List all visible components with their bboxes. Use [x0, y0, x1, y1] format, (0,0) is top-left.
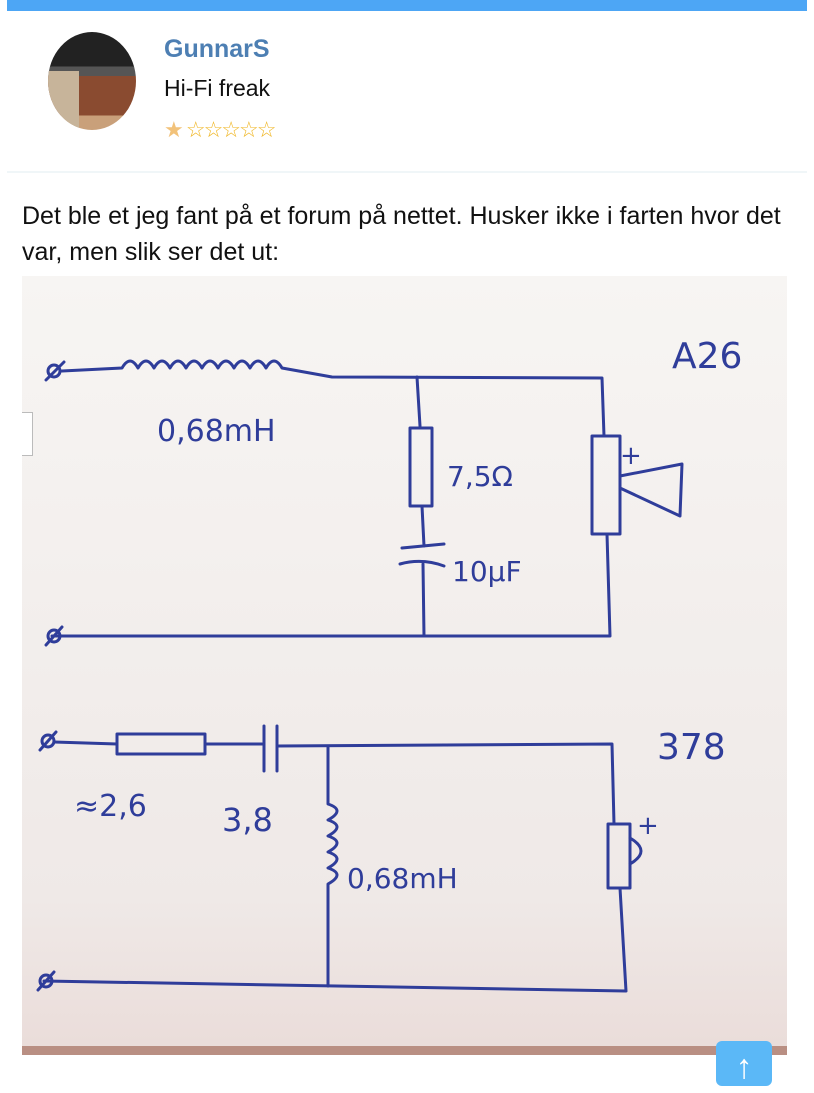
user-title: Hi-Fi freak: [164, 75, 271, 101]
scroll-to-top-button[interactable]: ↑: [716, 1041, 772, 1086]
label-driver: A26: [672, 336, 742, 377]
bottom-crossover: ≈2,6 3,8 0,68mH 378 +: [36, 724, 726, 993]
side-tab[interactable]: [22, 412, 33, 456]
label-capacitor: 3,8: [222, 801, 273, 839]
arrow-up-icon: ↑: [735, 1048, 753, 1086]
resistor: [115, 732, 207, 756]
label-polarity: +: [620, 441, 642, 471]
inductor: [326, 744, 339, 988]
label-capacitor: 10µF: [452, 555, 522, 588]
username-link[interactable]: GunnarS: [164, 35, 270, 63]
terminal: [46, 363, 62, 379]
top-crossover: 0,68mH 7,5Ω 10µF A26 +: [44, 336, 742, 647]
inductor-wire: [60, 359, 606, 438]
label-polarity: +: [637, 811, 659, 841]
label-resistor: 7,5Ω: [447, 460, 513, 493]
image-edge: [22, 1046, 787, 1055]
resistor: [408, 426, 434, 508]
user-card: GunnarS Hi-Fi freak ★ ☆☆☆☆☆: [7, 11, 807, 173]
medal-star-icon: ★: [164, 117, 184, 142]
label-resistor: ≈2,6: [74, 789, 147, 824]
label-inductor: 0,68mH: [347, 862, 458, 895]
post-text: Det ble et jeg fant på et forum på nette…: [22, 202, 781, 266]
schematic-image[interactable]: 0,68mH 7,5Ω 10µF A26 + ≈2,6 3,8 0,68mH 3…: [22, 276, 787, 1055]
avatar[interactable]: [48, 32, 136, 130]
star-icons: ☆☆☆☆☆: [185, 117, 277, 142]
tweeter: [590, 434, 622, 536]
label-inductor: 0,68mH: [157, 414, 276, 449]
top-accent-bar: [7, 0, 807, 11]
rank-stars: ★ ☆☆☆☆☆: [164, 117, 277, 143]
tweeter: [606, 822, 632, 890]
label-driver: 378: [657, 727, 726, 768]
